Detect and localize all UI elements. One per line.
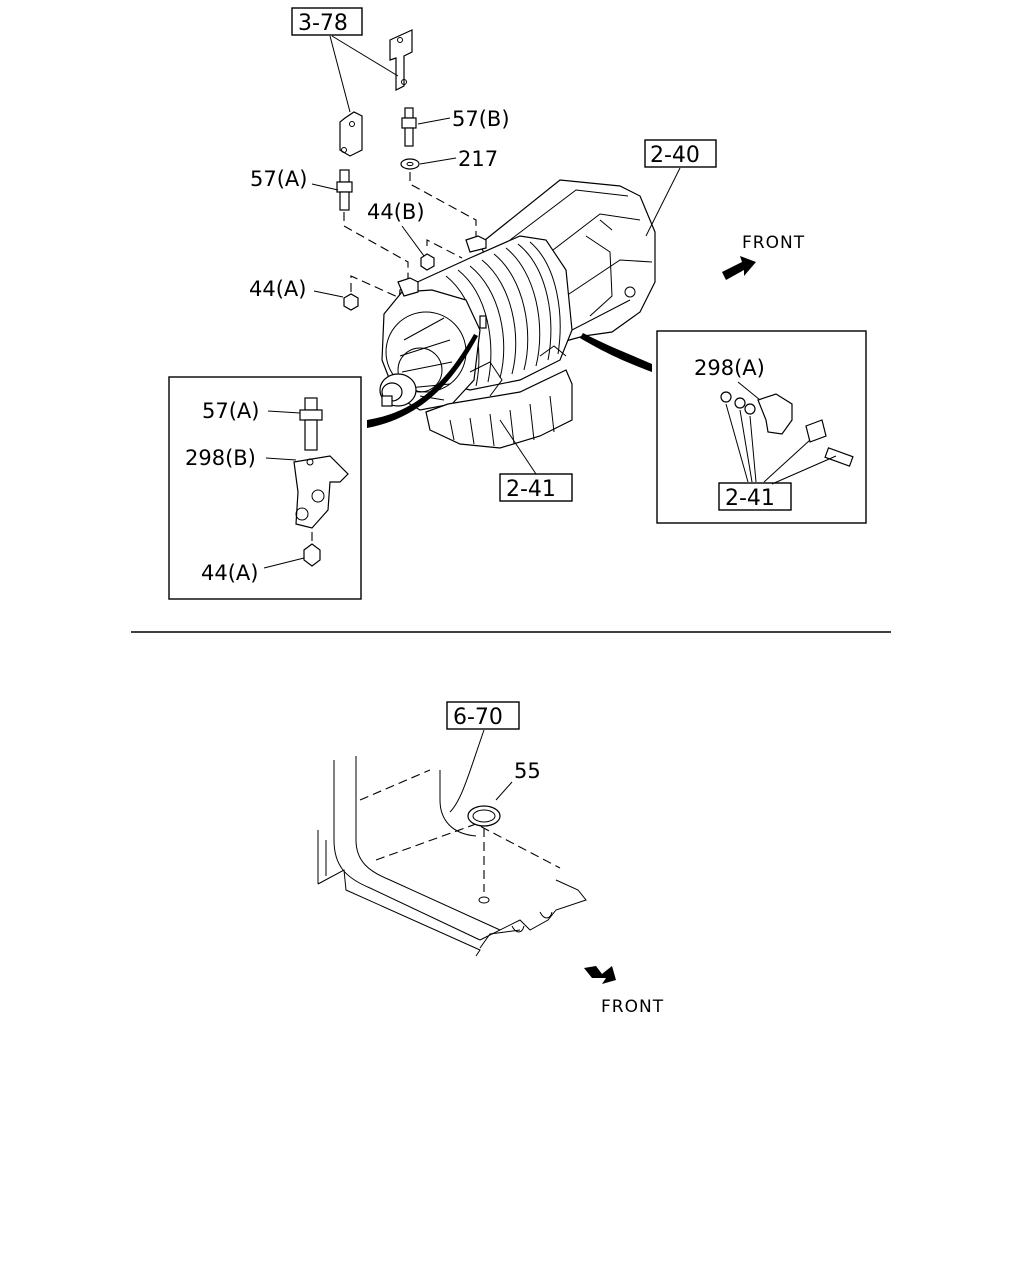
stud-57a-main <box>336 169 353 211</box>
ref-box-6-70: 6-70 <box>446 701 520 730</box>
inset-left: 57(A) 298(B) 44(A) <box>168 334 478 600</box>
inset-right: 298(A) 2-41 <box>580 330 867 524</box>
front-label-top: FRONT <box>742 233 805 253</box>
label-57a-main: 57(A) <box>250 167 307 191</box>
bracket-3-78-upper <box>389 29 413 91</box>
label-217: 217 <box>458 147 498 171</box>
front-arrow-top <box>722 256 756 280</box>
bracket-3-78-lower <box>339 111 363 157</box>
label-57b: 57(B) <box>452 107 510 131</box>
front-label-bottom: FRONT <box>601 997 664 1017</box>
ref-box-3-78: 3-78 <box>291 7 363 36</box>
label-44b: 44(B) <box>367 200 425 224</box>
front-arrow-bottom <box>584 966 616 984</box>
nut-44b <box>420 253 435 271</box>
label-298b: 298(B) <box>185 446 256 470</box>
ref-label-2-41-main: 2-41 <box>506 477 556 502</box>
nut-44a-main <box>343 293 359 311</box>
ref-label-2-41-inset: 2-41 <box>725 486 775 511</box>
label-44a-inset: 44(A) <box>201 561 258 585</box>
label-44a-main: 44(A) <box>249 277 306 301</box>
label-57a-inset: 57(A) <box>202 399 259 423</box>
ref-box-2-41-main: 2-41 <box>499 473 573 502</box>
ref-label-2-40: 2-40 <box>650 143 700 168</box>
floor-panel <box>317 756 587 957</box>
label-55: 55 <box>514 759 541 783</box>
transmission-assembly <box>379 179 656 449</box>
label-298a: 298(A) <box>694 356 765 380</box>
stud-57b <box>401 107 417 147</box>
ref-label-3-78: 3-78 <box>298 11 348 36</box>
ref-box-2-40: 2-40 <box>644 139 717 168</box>
washer-217 <box>400 158 420 170</box>
ref-label-6-70: 6-70 <box>453 705 503 730</box>
